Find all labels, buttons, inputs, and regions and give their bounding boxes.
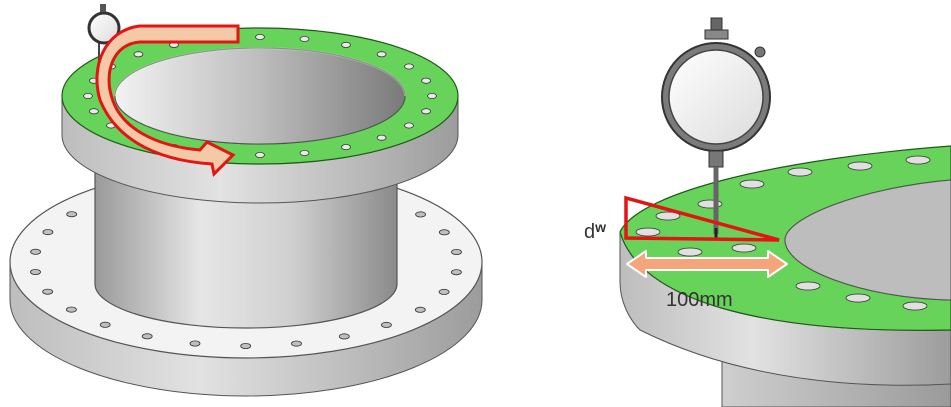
bolt-hole [677, 247, 703, 257]
bolt-hole [427, 93, 437, 100]
bolt-hole [847, 161, 873, 171]
bolt-hole [42, 229, 54, 236]
bolt-hole [376, 51, 387, 58]
dimension-arrow-icon [626, 250, 788, 278]
closeup-bore-interior [784, 179, 951, 301]
bolt-hole [299, 36, 310, 43]
bolt-hole [415, 211, 427, 218]
bolt-hole [739, 179, 765, 189]
bolt-hole [338, 333, 350, 340]
bore-interior [114, 47, 406, 145]
bolt-hole [66, 306, 77, 313]
bolt-hole [845, 293, 871, 303]
bolt-hole [30, 268, 41, 275]
bolt-hole [83, 93, 93, 100]
bolt-hole [66, 211, 78, 218]
bolt-hole [404, 63, 414, 70]
bolt-hole [787, 167, 813, 177]
bolt-hole [141, 333, 153, 340]
bolt-hole [655, 211, 681, 221]
bolt-hole [240, 342, 252, 349]
flanged-spool-assembly [9, 4, 483, 397]
bolt-hole [380, 321, 392, 328]
bolt-hole [255, 151, 265, 158]
bolt-hole [404, 122, 414, 129]
deviation-symbol: d [584, 221, 595, 243]
bolt-hole [438, 229, 450, 236]
bolt-hole [299, 149, 310, 156]
bolt-hole [133, 51, 144, 58]
dial-indicator-icon [661, 17, 771, 240]
deviation-label: dw [584, 219, 606, 243]
length-label: 100mm [666, 289, 733, 311]
bolt-hole [341, 144, 351, 151]
bolt-hole [731, 243, 757, 253]
bolt-hole [189, 340, 201, 347]
bolt-hole [99, 321, 111, 328]
bolt-hole [451, 248, 462, 255]
bolt-hole [376, 134, 387, 141]
bolt-hole [341, 41, 351, 48]
bolt-hole [905, 155, 931, 165]
deviation-triangle-icon [624, 195, 780, 242]
bolt-hole [30, 248, 41, 255]
flange-closeup: dw 100mm [584, 17, 951, 407]
bolt-hole [421, 77, 432, 84]
bolt-hole [450, 269, 462, 276]
bolt-hole [414, 306, 426, 313]
bolt-hole [438, 288, 450, 295]
bolt-hole [291, 340, 302, 347]
bolt-hole [421, 108, 432, 115]
deviation-subscript: w [594, 219, 606, 235]
bolt-hole [42, 288, 54, 295]
bolt-hole [902, 301, 928, 311]
rotation-arrow-icon [95, 24, 240, 178]
bolt-hole [255, 34, 265, 41]
bolt-hole [89, 108, 99, 115]
bolt-hole [795, 281, 821, 291]
bolt-hole [635, 227, 661, 237]
